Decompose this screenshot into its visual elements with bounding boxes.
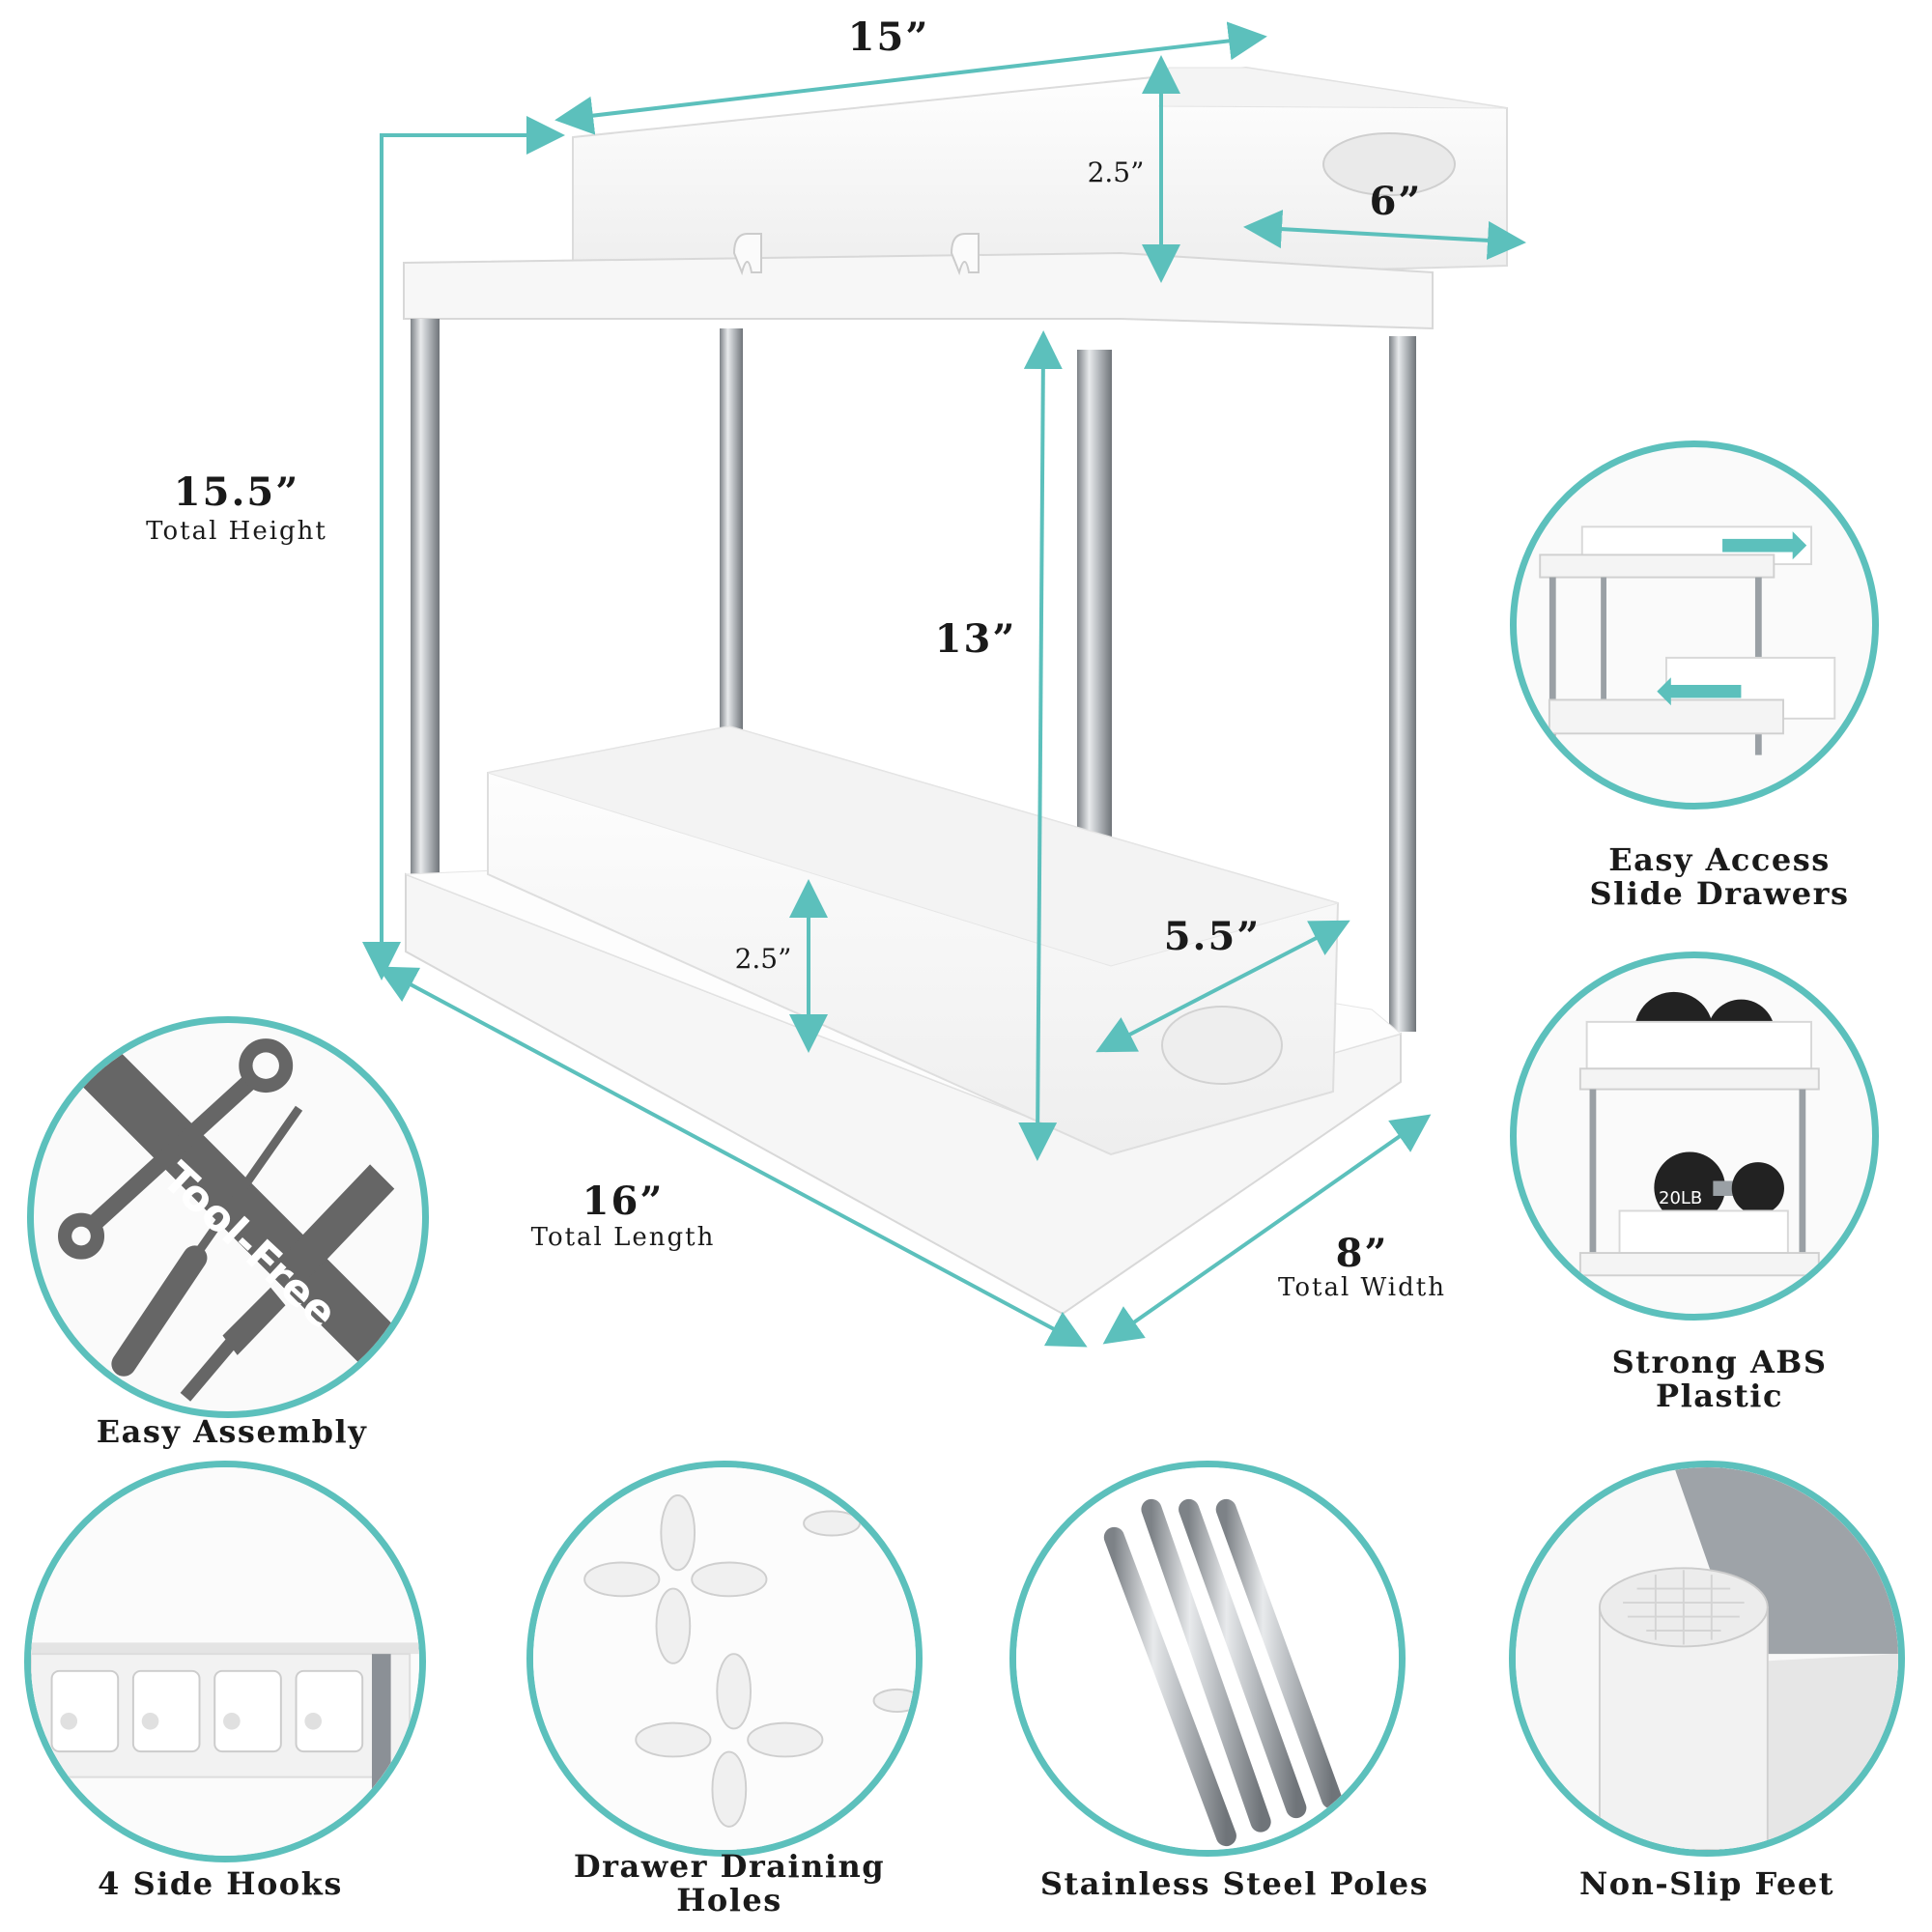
- top-hook-icon: [950, 233, 980, 276]
- top-length-label: 15”: [847, 14, 930, 60]
- draining-holes-circle: [526, 1461, 923, 1857]
- top-drawer: [572, 66, 1508, 277]
- inner-height-label: 13”: [934, 616, 1017, 662]
- tool-free-band: [71, 1040, 413, 1379]
- total-height-label: Total Height: [146, 517, 327, 546]
- non-slip-feet-label: Non-Slip Feet: [1578, 1865, 1835, 1902]
- draining-holes-image: [533, 1467, 916, 1850]
- dimension-arrows: [362, 21, 1526, 1348]
- drain-hole-icon: [583, 1494, 916, 1828]
- total-height-value: 15.5”: [173, 469, 300, 515]
- side-hooks-circle: [24, 1461, 426, 1862]
- easy-assembly-image: [58, 1038, 413, 1402]
- side-hooks-label: 4 Side Hooks: [98, 1865, 343, 1902]
- side-hooks-image: [31, 1467, 419, 1856]
- steel-poles-image: [1016, 1467, 1399, 1850]
- steel-poles-circle: [1009, 1461, 1406, 1857]
- wrench-icon: [58, 1038, 294, 1260]
- draining-holes-label: Drawer Draining Holes: [573, 1848, 886, 1919]
- top-width-label: 6”: [1369, 179, 1423, 224]
- abs-plastic-label: Strong ABS Plastic: [1611, 1344, 1828, 1415]
- hook-icon: [60, 1712, 323, 1730]
- drawer-height-label: 2.5”: [734, 943, 792, 975]
- slide-drawers-image: [1539, 526, 1836, 755]
- non-slip-feet-circle: [1509, 1461, 1905, 1857]
- slide-drawers-label: Easy Access Slide Drawers: [1589, 841, 1850, 913]
- easy-assembly-label: Easy Assembly: [96, 1413, 368, 1450]
- slide-drawers-circle: [1510, 440, 1879, 810]
- weight-plate-label: 20LB: [1659, 1188, 1703, 1208]
- drawer-width-label: 5.5”: [1163, 914, 1262, 959]
- total-width-value: 8”: [1335, 1231, 1389, 1276]
- total-length-label: Total Length: [530, 1223, 716, 1252]
- total-width-label: Total Width: [1278, 1273, 1446, 1302]
- screwdriver-icon: [111, 1105, 303, 1377]
- steel-poles-label: Stainless Steel Poles: [1039, 1865, 1430, 1902]
- grip-pattern-icon: [1623, 1570, 1745, 1645]
- top-hook-icon: [732, 233, 762, 276]
- abs-plastic-circle: 20LB: [1510, 952, 1879, 1321]
- non-slip-feet-image: [1516, 1467, 1898, 1850]
- top-height-label: 2.5”: [1087, 156, 1145, 188]
- total-length-value: 16”: [582, 1179, 665, 1224]
- abs-plastic-image: [1578, 991, 1820, 1277]
- pliers-icon: [180, 1164, 395, 1402]
- easy-assembly-circle: Tool-Free: [27, 1016, 429, 1418]
